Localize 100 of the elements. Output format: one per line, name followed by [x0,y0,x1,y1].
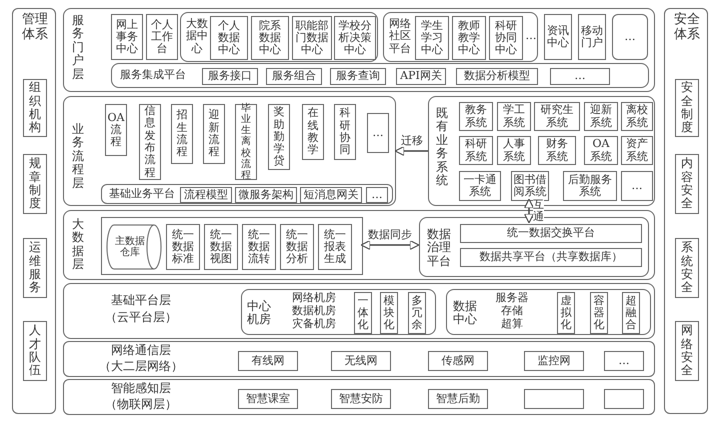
module-box [210,16,248,60]
module-box [180,187,232,203]
module-box [557,292,575,334]
module-box [251,16,289,60]
module-label: 人才队伍 [28,324,42,378]
module-box [203,104,225,164]
module-box [612,14,648,60]
layer-title: 业务流程层 [71,123,85,190]
module-box [23,238,47,298]
module-label: 服务查询 [335,70,381,83]
module-box [675,238,699,298]
layer-title: （物联网层） [104,398,178,412]
module-box [497,136,531,165]
module-box [268,104,290,170]
module-box [584,136,618,165]
module-label: 传感网 [440,354,476,368]
module-box [578,14,606,60]
module-label: API网关 [399,70,443,83]
module-box [621,171,653,201]
module-label: 多冗余 [411,294,423,332]
module-label: … [372,126,384,140]
module-box [380,292,398,334]
layer-panel [63,341,655,377]
module-label: 迎新流程 [208,109,220,159]
platform-bar [101,184,393,204]
module-label: 图书借阅系统 [513,174,547,198]
column-panel [12,8,56,414]
layer-panel [63,96,396,206]
database-cylinder [106,224,162,270]
module-label: 安全制度 [680,81,694,135]
module-label: 科研系统 [464,138,488,163]
module-box [621,136,653,165]
module-label: 有线网 [250,354,286,368]
group-panel [446,289,651,335]
module-label: 统一报表生成 [324,228,346,266]
module-label: 数据分析模型 [463,70,531,83]
module-box [675,321,699,381]
module-label: 个人数据中心 [218,20,240,56]
module-box [23,79,47,137]
module-label: … [574,70,586,83]
module-label: 主数据仓库 [114,236,146,258]
module-box [105,104,127,156]
module-box [489,16,523,60]
module-label: 招生流程 [176,109,188,159]
module-label: 后勤服务系统 [568,174,612,198]
module-label: 学生学习中心 [420,20,444,56]
module-box [396,68,446,85]
layer-panel [63,379,655,415]
module-label: 毕业生离校流程 [240,102,252,182]
module-box [604,351,644,371]
module-box [408,292,426,334]
module-box [460,224,642,243]
module-label: 个人工作台 [150,18,174,56]
module-box [204,224,238,270]
module-label: 科研协同 [338,107,352,157]
group-title: 灾备机房 [291,318,337,330]
module-label: 智慧后勤 [436,392,480,406]
layer-panel [63,8,655,92]
module-box [538,136,576,165]
module-box [675,154,699,214]
empty-box [524,389,584,409]
module-box [318,224,352,270]
module-box [367,113,389,153]
module-label: 组织机构 [28,81,42,135]
module-label: 数据共享平台（共享数据库） [478,251,624,264]
group-panel [383,12,538,62]
module-box [146,14,178,60]
module-label: 统一数据视图 [210,228,232,266]
module-label: 一体化 [357,294,369,332]
module-label: 统一数据分析 [286,228,308,266]
module-box [590,292,608,334]
module-label: 智慧课室 [246,392,290,406]
module-label: 统一数据标准 [172,228,194,266]
module-label: 统一数据流转 [248,228,270,266]
module-box [334,104,356,160]
module-box [354,292,372,334]
module-box [266,68,322,85]
module-label: 信息发布流程 [144,105,156,179]
module-box [497,102,531,131]
layer-title: 服务门户层 [71,14,85,82]
edge-label: 互通 [533,199,544,224]
module-box [331,351,391,371]
module-label: 流程模型 [183,188,229,202]
module-box [302,104,324,160]
module-box [675,79,699,137]
group-panel [101,217,363,275]
arrow [394,146,428,156]
module-label: 研究生系统 [540,104,574,129]
module-label: 系统安全 [680,241,694,295]
module-label: 移动门户 [580,24,604,50]
layer-title: （云平台层） [104,311,178,324]
module-box [330,68,386,85]
layer-title: 网络通信层 [110,344,172,358]
layer-panel [63,283,655,339]
module-label: 服务接口 [207,70,253,83]
module-label: 奖助勤学贷 [272,106,286,168]
layer-title: 安全体系 [673,13,701,42]
group-panel [241,289,436,335]
module-label: 资讯中心 [546,24,570,50]
module-label: 离校系统 [626,104,648,129]
